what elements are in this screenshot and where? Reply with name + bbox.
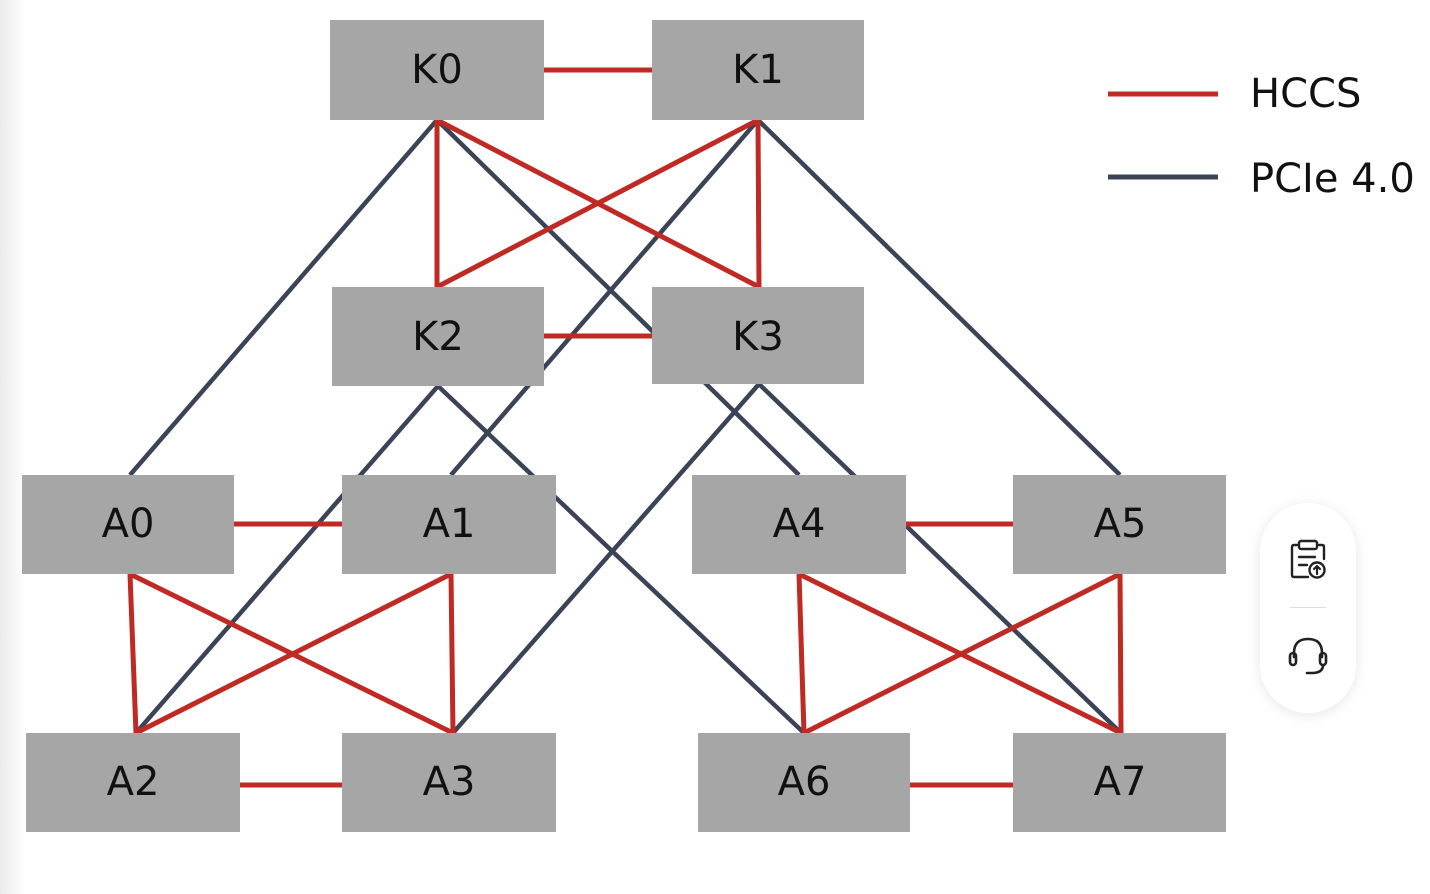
pcie-link-K3-A7 <box>757 382 1123 735</box>
pcie-link-K3-A3 <box>451 382 761 735</box>
pcie-link-K0-A0 <box>128 118 439 477</box>
node-A1: A1 <box>342 475 556 574</box>
node-A2: A2 <box>26 733 240 832</box>
node-A6: A6 <box>698 733 910 832</box>
panel-divider <box>1290 607 1326 608</box>
node-label-K2: K2 <box>412 314 464 360</box>
customer-support-button[interactable] <box>1284 631 1332 679</box>
node-label-K3: K3 <box>732 314 784 360</box>
hccs-link-A5-A7 <box>1117 573 1124 734</box>
node-label-K0: K0 <box>411 47 463 93</box>
node-label-A0: A0 <box>102 501 155 547</box>
legend-pcie-label: PCIe 4.0 <box>1250 156 1415 202</box>
hccs-link-K1-K2 <box>435 117 760 290</box>
node-K2: K2 <box>332 287 544 386</box>
node-label-A4: A4 <box>773 501 826 547</box>
node-label-K1: K1 <box>732 47 784 93</box>
hccs-link-A4-A6 <box>796 573 807 734</box>
pcie-link-K2-A2 <box>134 384 440 735</box>
hccs-link-A1-A3 <box>448 573 456 734</box>
hccs-links <box>127 67 1124 788</box>
legend-hccs-label: HCCS <box>1250 71 1361 117</box>
node-A7: A7 <box>1013 733 1226 832</box>
node-K1: K1 <box>652 20 864 120</box>
node-label-A1: A1 <box>423 501 476 547</box>
pcie-links <box>128 118 1123 735</box>
node-K3: K3 <box>652 287 864 384</box>
hccs-link-A0-A2 <box>127 573 139 734</box>
hccs-link-K1-K3 <box>755 119 762 288</box>
node-label-A6: A6 <box>778 759 831 805</box>
headset-icon <box>1288 637 1328 675</box>
pcie-link-K0-A4 <box>435 118 801 477</box>
node-A0: A0 <box>22 475 234 574</box>
pcie-link-K1-A1 <box>449 118 760 477</box>
hccs-link-A5-A6 <box>802 571 1122 736</box>
node-K0: K0 <box>330 20 544 120</box>
pcie-link-K2-A6 <box>436 384 806 735</box>
clipboard-upload-icon <box>1290 539 1326 579</box>
node-label-A3: A3 <box>423 759 476 805</box>
node-label-A5: A5 <box>1094 501 1147 547</box>
clipboard-upload-button[interactable] <box>1284 535 1332 583</box>
node-A4: A4 <box>692 475 906 574</box>
node-label-A7: A7 <box>1094 759 1147 805</box>
node-label-A2: A2 <box>107 759 160 805</box>
node-A3: A3 <box>342 733 556 832</box>
pcie-link-K1-A5 <box>756 118 1122 477</box>
hccs-link-A1-A2 <box>134 571 453 736</box>
legend: HCCS PCIe 4.0 <box>1108 71 1415 202</box>
node-A5: A5 <box>1013 475 1226 574</box>
floating-tool-panel <box>1260 503 1356 713</box>
